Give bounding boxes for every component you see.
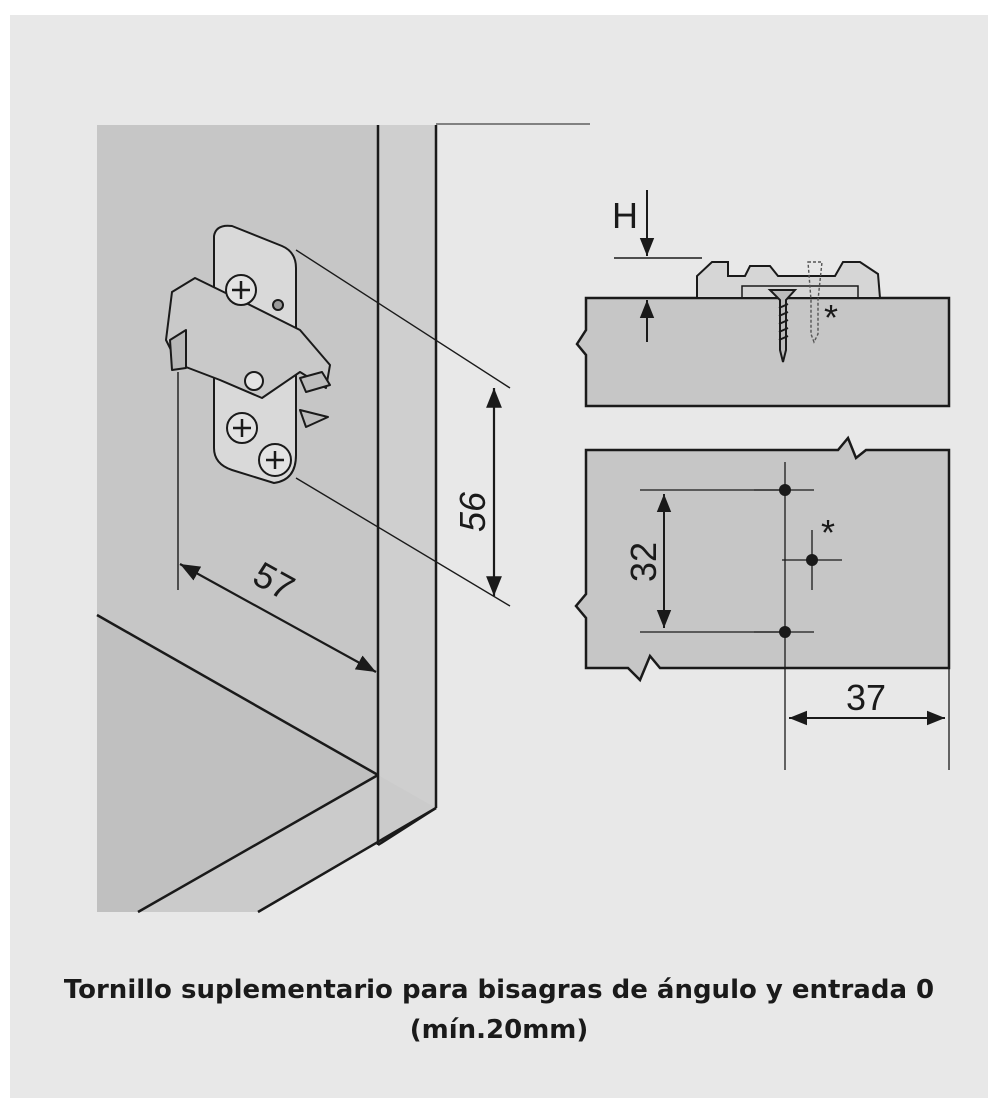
extra-screw-dashed [807,261,823,344]
cabinet-front-edge [378,125,436,845]
dimension-56 [295,249,511,607]
section-extra-screw-mark: * [824,297,838,338]
drill-hole-extra [806,554,818,566]
caption-line-2: (mín.20mm) [409,1015,589,1045]
adjust-cam [244,371,264,391]
cabinet-bottom-edge [138,775,436,912]
mounting-plate [165,224,331,484]
section-view: * H [575,190,951,408]
caption-line-1: Tornillo suplementario para bisagras de … [63,975,935,1005]
section-screw [767,289,798,363]
drill-hole-bottom [779,626,791,638]
screw-middle [226,412,258,444]
cabinet-view [96,123,590,914]
dimension-37-label: 37 [846,677,886,718]
caption: Tornillo suplementario para bisagras de … [0,970,998,1050]
section-board [575,296,951,408]
dimension-h-label: H [612,195,638,236]
screw-bottom [258,443,292,477]
small-hole [272,299,284,311]
drilling-extra-screw-mark: * [821,512,835,553]
cabinet-bottom-shelf [97,615,378,912]
screw-top [225,274,257,306]
drilling-view: * 32 37 [574,435,951,770]
dimension-32-label: 32 [623,542,664,582]
dimension-57 [177,372,377,673]
drill-hole-top [779,484,791,496]
dimension-56-label: 56 [452,491,493,532]
